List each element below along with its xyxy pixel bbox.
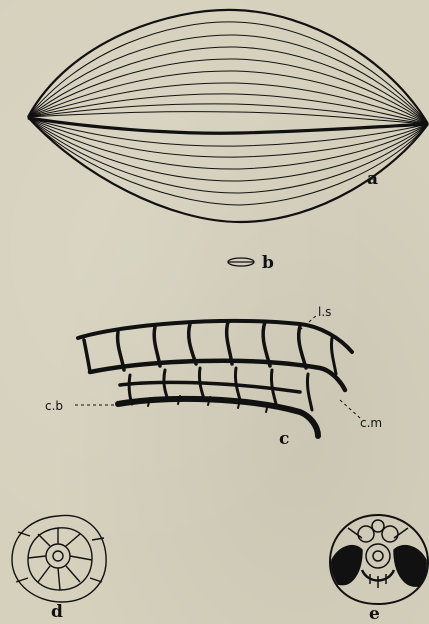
label-cm: c.m bbox=[360, 416, 382, 430]
label-a: a bbox=[367, 169, 378, 189]
label-cb: c.b bbox=[45, 399, 63, 413]
label-d: d bbox=[51, 602, 63, 622]
figure-c-chamber-section bbox=[78, 321, 352, 436]
figure-d-spiral-section bbox=[12, 515, 106, 602]
label-b: b bbox=[262, 253, 274, 273]
figure-a-fusiform-shell bbox=[28, 10, 428, 222]
figure-e-chamber-section bbox=[330, 515, 428, 604]
label-e: e bbox=[369, 604, 380, 624]
figure-b-small-shell bbox=[228, 258, 254, 266]
label-c: c bbox=[279, 429, 289, 449]
label-ls: l.s bbox=[318, 305, 331, 319]
